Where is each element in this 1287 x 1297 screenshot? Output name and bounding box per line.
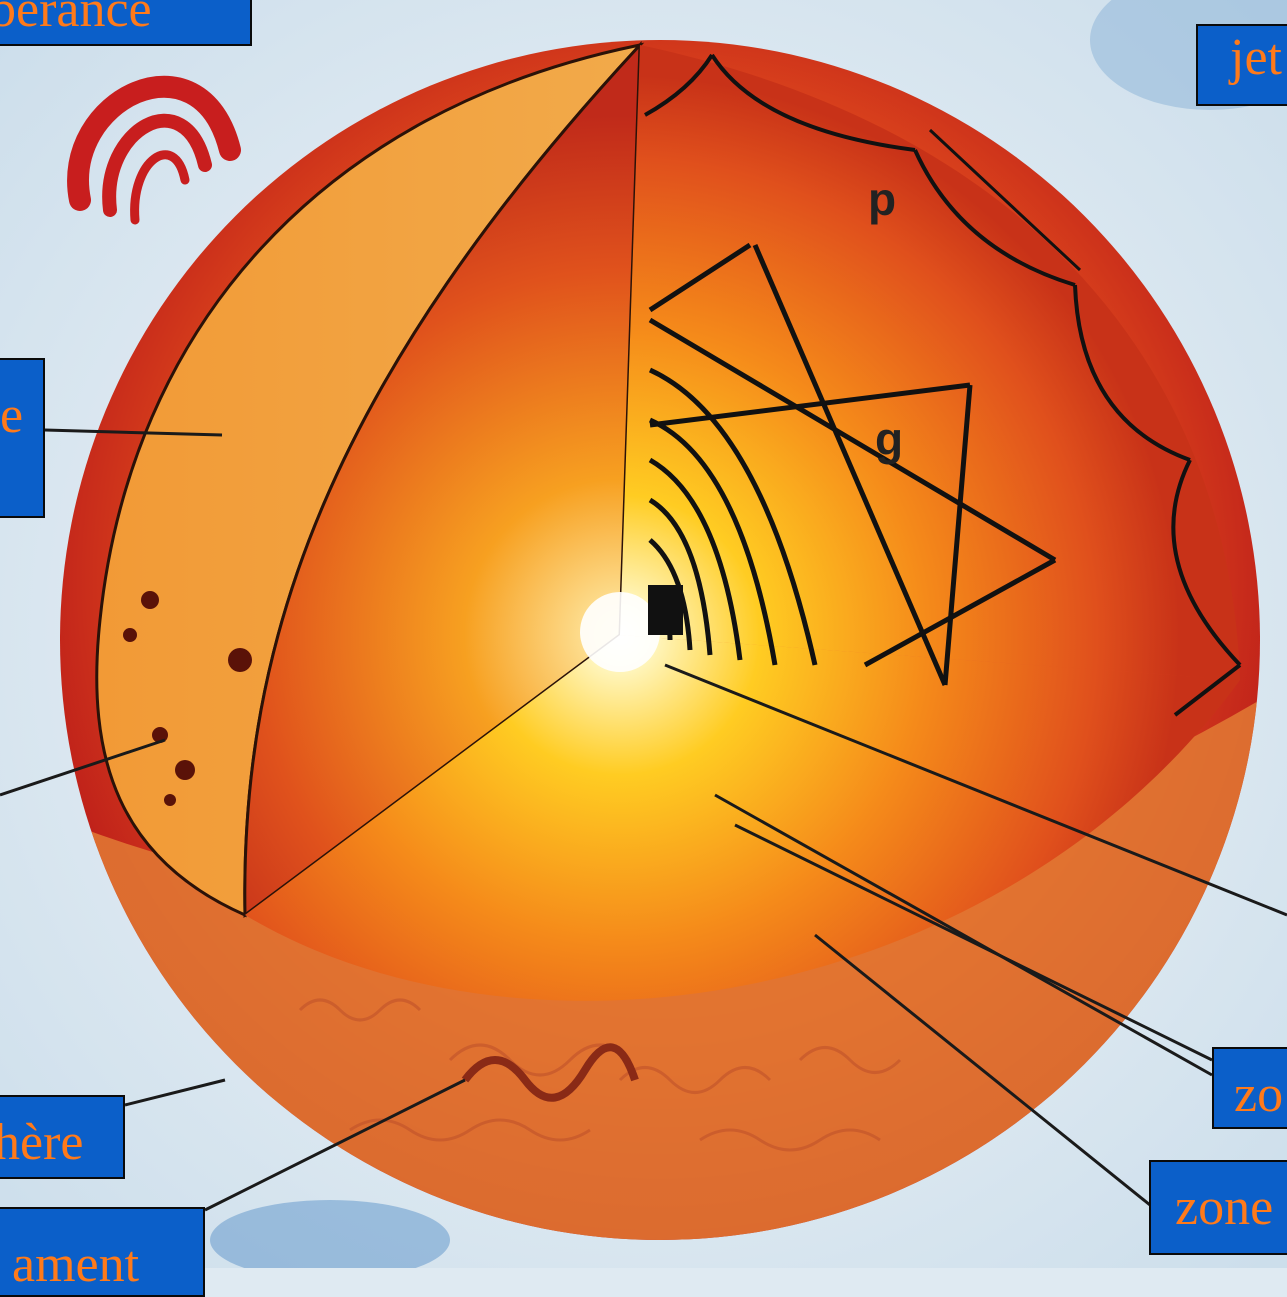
p-mode-letter: p [868, 173, 896, 225]
label-top-right: jet [1196, 24, 1287, 106]
label-bottom-left-1: hère [0, 1095, 125, 1179]
label-top-left: uberance [0, 0, 252, 46]
label-mid-left: e [0, 358, 45, 518]
label-bottom-right-2: zone [1149, 1160, 1287, 1255]
label-bottom-left-2: ament [0, 1207, 205, 1297]
g-mode-letter: g [875, 413, 903, 465]
sun-interior-diagram: p g [0, 0, 1287, 1268]
inner-core-block [648, 585, 683, 635]
label-bottom-right-1: zo [1212, 1047, 1287, 1129]
